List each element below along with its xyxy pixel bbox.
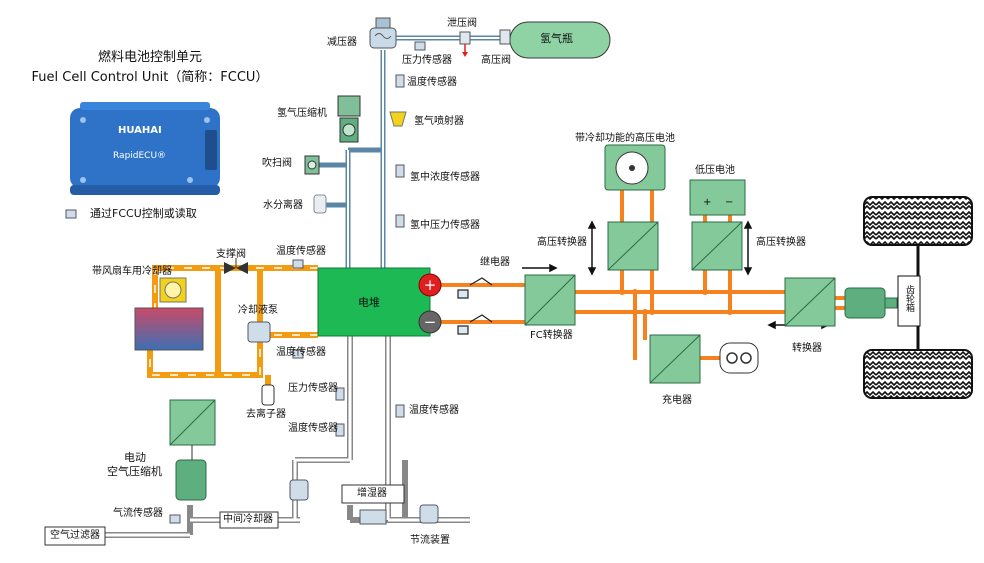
hydrogen-injector: [389, 111, 407, 127]
label-pressure-sensor-top: 压力传感器: [402, 55, 452, 66]
label-deionizer: 去离子器: [246, 409, 286, 420]
humidifier: [341, 484, 405, 525]
throttle-valves: [289, 479, 439, 524]
svg-text:+: +: [424, 276, 437, 294]
label-air-filter: 空气过滤器: [50, 530, 100, 541]
high-pressure-valve: [499, 29, 511, 45]
electric-air-compressor: [169, 399, 216, 501]
label-temp-sensor-air: 温度传感器: [288, 423, 338, 434]
electric-wiring: [440, 190, 845, 360]
fc-converter: [524, 274, 576, 326]
label-h2-pressure-sensor: 氢中压力传感器: [410, 220, 480, 231]
label-support-valve: 支撑阀: [216, 249, 246, 260]
purge-valve: [304, 155, 320, 175]
air-filter: [44, 526, 106, 546]
coolant-pump: [247, 321, 271, 343]
label-stack: 电堆: [358, 296, 380, 309]
ecu-model: RapidECU®: [113, 151, 167, 161]
title-line-1: 燃料电池控制单元: [97, 50, 202, 65]
label-humidifier: 增湿器: [357, 488, 387, 499]
label-airflow-sensor: 气流传感器: [113, 508, 163, 519]
label-relay: 继电器: [480, 257, 510, 268]
label-charger: 充电器: [662, 395, 692, 406]
svg-text:−: −: [424, 313, 437, 331]
flow-arrows: [522, 220, 830, 330]
pressure-reducer: [369, 17, 397, 49]
support-valve: [224, 258, 248, 274]
label-water-separator: 水分离器: [263, 200, 303, 211]
hydrogen-compressor: [337, 95, 361, 143]
label-lv-battery: 低压电池: [695, 165, 735, 176]
traction-motor: [844, 287, 898, 319]
label-hv-converter-left: 高压转换器: [537, 237, 587, 248]
label-converter: 转换器: [792, 343, 822, 354]
title-line-2: Fuel Cell Control Unit（简称：FCCU）: [31, 70, 269, 85]
ecu-brand: HUAHAI: [118, 125, 162, 136]
label-temp-sensor-pump: 温度传感器: [276, 347, 326, 358]
label-radiator: 带风扇车用冷却器: [92, 266, 172, 277]
label-temp-sensor-coolant: 温度传感器: [276, 246, 326, 257]
label-relief-valve: 泄压阀: [447, 18, 477, 29]
label-coolant-pump: 冷却液泵: [238, 305, 278, 316]
label-throttle: 节流装置: [410, 535, 450, 546]
stack-terminals: + −: [418, 273, 442, 334]
sensor-probes: [65, 41, 426, 524]
label-temp-sensor-exhaust: 温度传感器: [409, 405, 459, 416]
hydrogen-piping: [318, 35, 510, 270]
legend-sensor-note: 通过FCCU控制或读取: [90, 207, 197, 220]
label-h2-tank: 氢气瓶: [540, 32, 573, 45]
label-high-pressure-valve: 高压阀: [481, 55, 511, 66]
radiator: [134, 277, 204, 351]
label-h2-concentration-sensor: 氢中浓度传感器: [410, 172, 480, 183]
label-purge-valve: 吹扫阀: [262, 158, 292, 169]
deionizer: [261, 384, 275, 406]
inverter: [784, 277, 836, 327]
relief-valve: [459, 31, 471, 57]
intercooler: [219, 511, 279, 529]
charger: [649, 334, 759, 384]
label-hv-battery-cooled: 带冷却功能的高压电池: [575, 133, 675, 144]
label-fc-converter: FC转换器: [530, 330, 573, 341]
label-hv-converter-right: 高压转换器: [756, 237, 806, 248]
svg-text:−: −: [725, 197, 733, 208]
svg-text:+: +: [703, 197, 711, 208]
fuel-cell-stack: [317, 267, 431, 337]
lv-battery: + −: [689, 179, 746, 216]
label-electric-air-compressor-1: 电动: [124, 451, 146, 464]
hv-battery: [604, 144, 666, 191]
water-separator: [313, 194, 327, 214]
label-temp-sensor-top: 温度传感器: [407, 77, 457, 88]
hv-converter-left: [607, 221, 659, 271]
label-electric-air-compressor-2: 空气压缩机: [107, 465, 162, 478]
relays: [457, 277, 493, 335]
label-intercooler: 中间冷却器: [223, 514, 273, 525]
label-h2-injector: 氢气喷射器: [414, 116, 464, 127]
hv-converter-right: [691, 221, 743, 271]
wire-junctions: [619, 289, 733, 315]
label-pressure-reducer: 减压器: [327, 37, 357, 48]
ecu-module: [70, 102, 220, 195]
label-h2-compressor: 氢气压缩机: [277, 108, 327, 119]
wheels: [863, 196, 973, 399]
label-gearbox: 齿轮箱: [904, 285, 914, 312]
air-piping: [105, 335, 470, 538]
label-pressure-sensor-air: 压力传感器: [288, 383, 338, 394]
